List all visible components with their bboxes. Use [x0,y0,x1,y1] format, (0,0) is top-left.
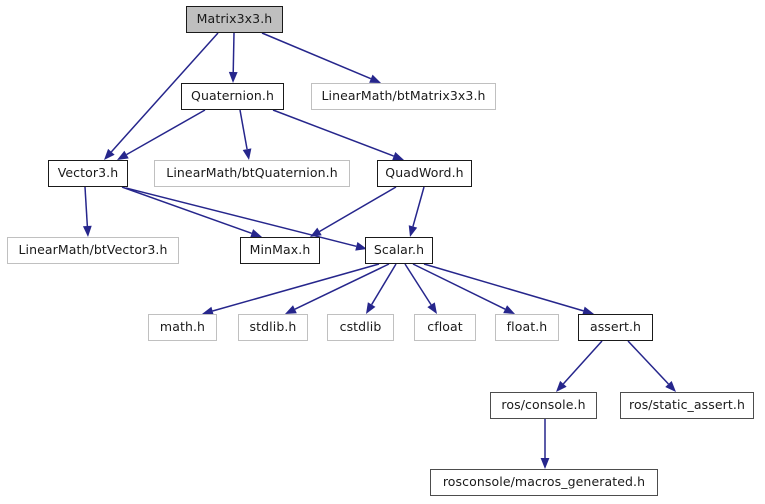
graph-node-cfloat[interactable]: cfloat [414,314,476,341]
graph-node-rosstaticassert[interactable]: ros/static_assert.h [620,392,754,419]
edge-arrowhead [392,151,404,161]
edge-line [84,186,89,227]
graph-node-label: float.h [506,319,548,335]
graph-node-label: rosconsole/macros_generated.h [442,474,646,490]
edge-line [121,186,252,235]
edge-arrowhead [82,225,92,237]
edge-line [319,186,397,233]
graph-node-btmatrix3x3[interactable]: LinearMath/btMatrix3x3.h [311,83,496,110]
edge-arrowhead [366,302,376,314]
graph-node-quadword[interactable]: QuadWord.h [377,160,472,187]
edge-arrowhead [369,74,381,83]
graph-node-btquaternion[interactable]: LinearMath/btQuaternion.h [154,160,350,187]
graph-node-label: cstdlib [339,319,382,335]
graph-node-label: Quaternion.h [191,88,274,104]
graph-node-stdlibh[interactable]: stdlib.h [238,314,308,341]
edge-arrowhead [310,227,322,237]
edge-arrowhead [540,458,550,469]
graph-node-scalar[interactable]: Scalar.h [365,237,433,264]
graph-node-label: Scalar.h [373,242,425,258]
graph-node-label: Vector3.h [57,165,119,181]
graph-node-label: Matrix3x3.h [196,11,273,27]
edge-line [404,263,432,306]
graph-node-label: LinearMath/btQuaternion.h [166,165,338,181]
edge-line [261,32,372,80]
edge-arrowhead [556,380,567,392]
edge-line [272,109,394,157]
graph-node-floath[interactable]: float.h [495,314,559,341]
edge-line [239,109,248,150]
edge-arrowhead [665,380,676,392]
edge-line [232,32,235,73]
graph-node-quaternion[interactable]: Quaternion.h [181,83,284,110]
graph-node-label: stdlib.h [249,319,297,335]
edge-arrowhead [242,148,252,160]
edge-arrowhead [503,305,515,314]
graph-node-label: LinearMath/btMatrix3x3.h [321,88,486,104]
edge-line [212,263,380,312]
graph-node-label: LinearMath/btVector3.h [18,242,168,258]
edge-line [412,186,425,227]
graph-node-macrosgenerated[interactable]: rosconsole/macros_generated.h [430,469,658,496]
graph-node-rosconsole[interactable]: ros/console.h [490,392,597,419]
graph-node-label: cfloat [427,319,463,335]
edge-line [412,263,506,310]
edge-line [294,263,390,310]
edge-arrowhead [104,148,115,160]
graph-node-label: ros/console.h [501,397,586,413]
edge-line [423,263,584,312]
graph-node-label: MinMax.h [249,242,311,258]
graph-node-vector3[interactable]: Vector3.h [48,160,128,187]
graph-node-asserth[interactable]: assert.h [578,314,653,341]
graph-node-matrix3x3[interactable]: Matrix3x3.h [186,6,283,33]
edge-arrowhead [427,302,437,314]
edge-line [371,263,397,305]
graph-node-label: QuadWord.h [385,165,464,181]
edge-line [562,340,603,385]
graph-node-cstdlib[interactable]: cstdlib [327,314,394,341]
edge-arrowhead [117,150,129,160]
graph-node-btvector3[interactable]: LinearMath/btVector3.h [7,237,179,264]
edge-arrowhead [408,225,418,237]
graph-node-minmax[interactable]: MinMax.h [240,237,320,264]
edge-arrowhead [285,305,297,314]
graph-node-mathh[interactable]: math.h [148,314,217,341]
edge-arrowhead [228,71,238,83]
edge-line [126,109,206,156]
graph-node-label: ros/static_assert.h [628,397,746,413]
graph-node-label: math.h [159,319,206,335]
graph-node-label: assert.h [589,319,642,335]
edge-line [627,340,670,385]
